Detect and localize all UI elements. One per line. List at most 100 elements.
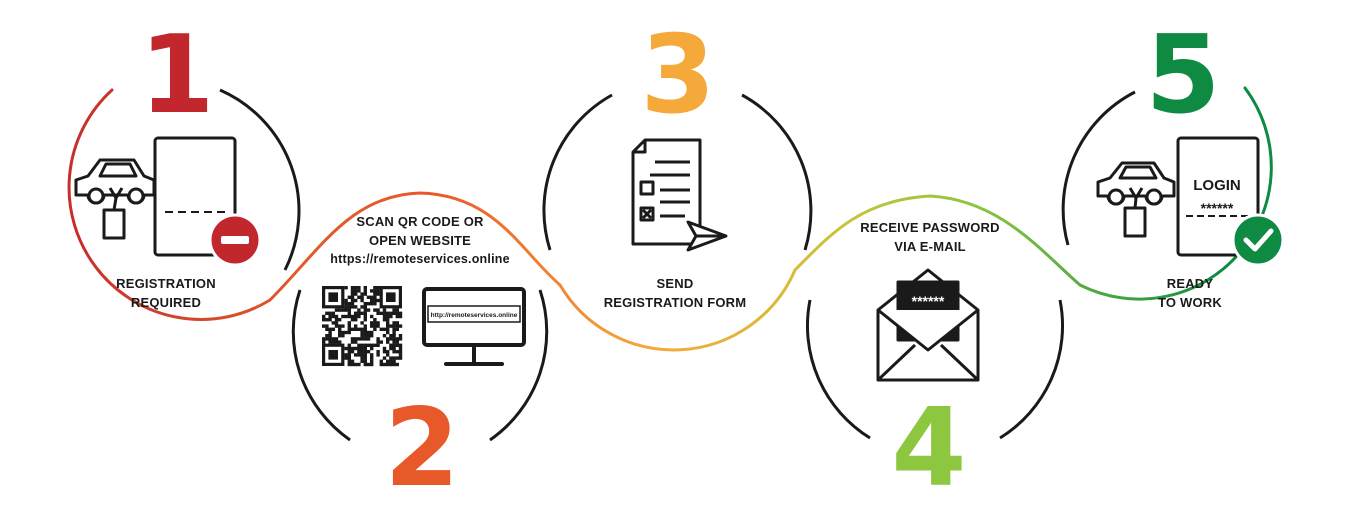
- qr-module: [347, 311, 351, 315]
- qr-module: [360, 330, 364, 335]
- qr-module: [350, 346, 355, 351]
- qr-module: [363, 353, 367, 357]
- qr-module: [344, 302, 348, 306]
- monitor-icon: http://remoteservices.online: [422, 287, 526, 366]
- qr-module: [366, 330, 371, 335]
- qr-module: [373, 286, 377, 290]
- qr-module: [392, 346, 396, 351]
- qr-module: [350, 362, 355, 367]
- qr-module: [382, 308, 387, 312]
- qr-module: [370, 346, 374, 351]
- qr-module: [398, 337, 403, 341]
- qr-module: [389, 362, 393, 367]
- qr-module: [370, 359, 374, 363]
- qr-module: [392, 359, 396, 363]
- qr-module: [347, 353, 351, 357]
- step-4-caption: RECEIVE PASSWORD VIA E-MAIL: [860, 220, 1000, 254]
- qr-module: [354, 318, 358, 322]
- qr-module: [338, 318, 342, 322]
- qr-module: [350, 327, 355, 331]
- step-5-caption: READY TO WORK: [1158, 276, 1222, 310]
- qr-module: [331, 327, 335, 331]
- qr-module: [366, 343, 371, 347]
- qr-module: [389, 324, 393, 328]
- qr-module: [382, 356, 387, 360]
- step-2-number: 2: [384, 386, 459, 511]
- qr-module: [350, 305, 355, 309]
- qr-module: [360, 327, 364, 331]
- qr-module: [354, 292, 358, 296]
- qr-module: [347, 330, 351, 335]
- qr-module: [338, 308, 342, 312]
- qr-module: [389, 314, 393, 319]
- qr-module: [363, 343, 367, 347]
- qr-module: [395, 362, 399, 367]
- qr-module: [328, 318, 332, 322]
- qr-module: [357, 311, 361, 315]
- qr-module: [366, 350, 371, 354]
- envelope-password: ******: [912, 293, 945, 309]
- qr-module: [344, 356, 348, 360]
- car-service-icon: [74, 158, 156, 240]
- qr-module: [370, 302, 374, 306]
- qr-module: [360, 292, 364, 296]
- qr-module: [366, 334, 371, 338]
- qr-module: [350, 298, 355, 303]
- step2-black-arc-right: [489, 289, 549, 442]
- step-1-number: 1: [139, 13, 214, 138]
- qr-module: [398, 311, 403, 315]
- login-password: ******: [1201, 200, 1234, 216]
- qr-module: [357, 346, 361, 351]
- qr-module: [379, 340, 383, 344]
- progress-wave: [67, 86, 1273, 352]
- qr-module: [392, 350, 396, 354]
- qr-module: [347, 343, 351, 347]
- website-url[interactable]: https://remoteservices.online: [330, 252, 510, 266]
- qr-module: [338, 324, 342, 328]
- qr-module: [386, 353, 390, 357]
- qr-module: [338, 330, 342, 335]
- qr-module: [360, 311, 364, 315]
- qr-module: [338, 327, 342, 331]
- qr-module: [392, 327, 396, 331]
- qr-module: [341, 334, 345, 338]
- qr-module: [373, 292, 377, 296]
- qr-module: [373, 343, 377, 347]
- qr-module: [376, 340, 380, 344]
- qr-module: [376, 292, 380, 296]
- qr-module: [347, 359, 351, 363]
- qr-module: [386, 321, 390, 325]
- step4-black-arc-left: [805, 299, 871, 440]
- paper-plane-icon: [686, 220, 728, 252]
- qr-module: [357, 295, 361, 299]
- qr-module: [392, 321, 396, 325]
- qr-module: [360, 305, 364, 309]
- qr-module: [344, 314, 348, 319]
- qr-module: [344, 330, 348, 335]
- qr-module: [322, 318, 326, 322]
- qr-module: [386, 340, 390, 344]
- qr-module: [395, 321, 399, 325]
- qr-module: [331, 311, 335, 315]
- qr-module: [382, 311, 387, 315]
- step3-black-arc-right: [741, 93, 813, 251]
- check-circle-icon: [1231, 213, 1285, 267]
- qr-module: [363, 292, 367, 296]
- qr-module: [389, 356, 393, 360]
- qr-module: [334, 318, 339, 322]
- qr-module: [376, 343, 380, 347]
- qr-module: [354, 340, 358, 344]
- qr-module: [350, 286, 355, 290]
- qr-module: [357, 350, 361, 354]
- step-1-caption: REGISTRATION REQUIRED: [116, 276, 216, 310]
- qr-module: [363, 289, 367, 293]
- qr-module: [370, 295, 374, 299]
- qr-module: [350, 295, 355, 299]
- qr-module: [360, 298, 364, 303]
- step2-black-arc-left: [291, 289, 351, 442]
- qr-finder-pattern: [328, 292, 338, 302]
- qr-module: [389, 343, 393, 347]
- qr-module: [360, 346, 364, 351]
- qr-module: [373, 302, 377, 306]
- qr-module: [398, 343, 403, 347]
